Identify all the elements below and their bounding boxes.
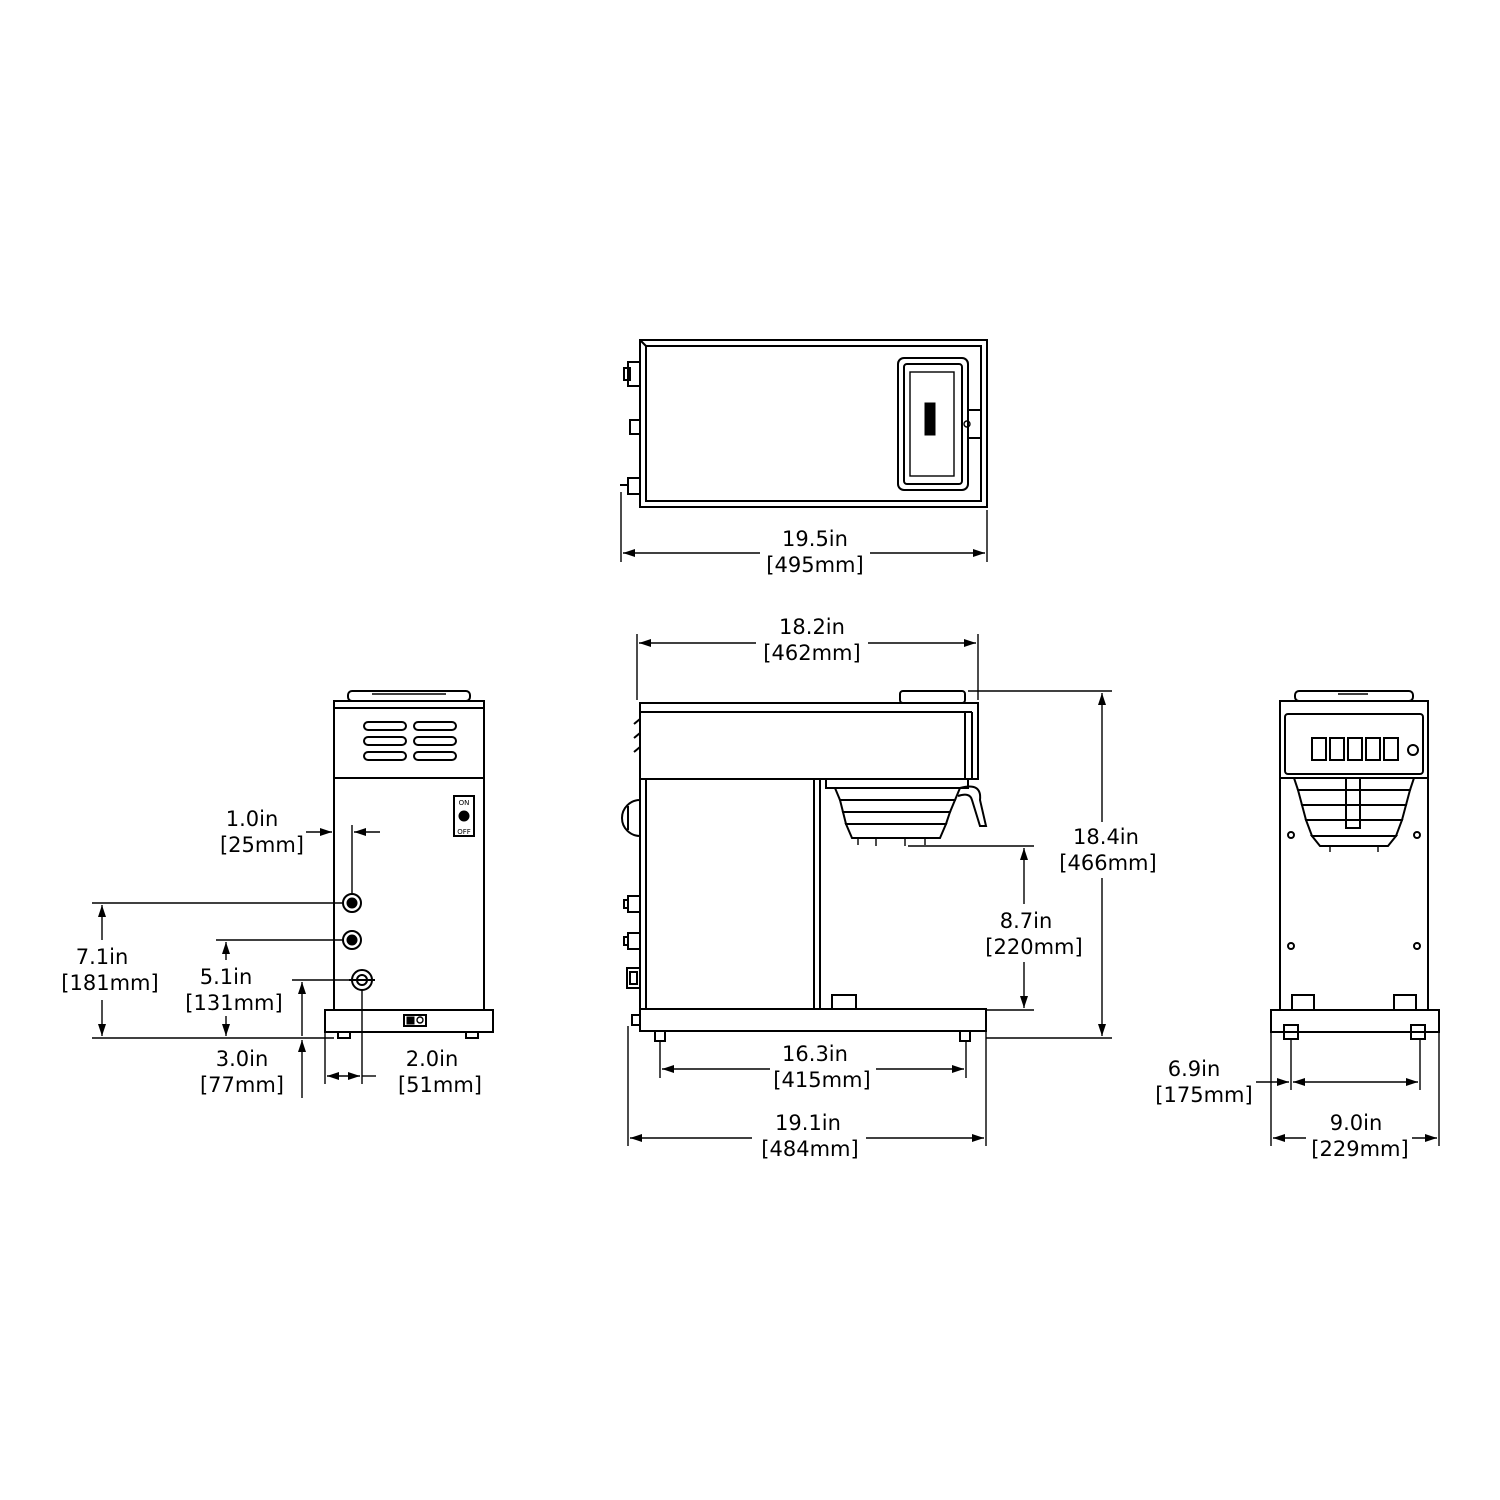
dim-top-width-in: 19.5in	[782, 527, 848, 551]
dim-front-base-width-in: 19.1in	[775, 1111, 841, 1135]
dim-side-low-height-mm: [77mm]	[200, 1073, 284, 1097]
switch-on-label: ON	[459, 799, 470, 807]
dim-side-upper-height: 7.1in [181mm]	[61, 902, 343, 1039]
dim-front-clearance-in: 8.7in	[1000, 909, 1053, 933]
dim-right-feet-spacing-in: 6.9in	[1168, 1057, 1221, 1081]
dim-top-width-mm: [495mm]	[766, 553, 863, 577]
dim-front-top-width-in: 18.2in	[779, 615, 845, 639]
dim-front-feet-spacing-mm: [415mm]	[773, 1068, 870, 1092]
dim-side-upper-height-in: 7.1in	[76, 945, 129, 969]
switch-off-label: OFF	[457, 828, 471, 836]
back-view: ON OFF	[324, 690, 494, 1039]
dim-right-base-width: 9.0in [229mm]	[1270, 1032, 1440, 1161]
dim-front-clearance: 8.7in [220mm]	[908, 845, 1083, 1011]
dim-front-base-width: 19.1in [484mm]	[627, 1026, 987, 1161]
dim-front-top-width-mm: [462mm]	[763, 641, 860, 665]
dim-front-height-in: 18.4in	[1073, 825, 1139, 849]
dim-front-feet-spacing: 16.3in [415mm]	[659, 1041, 967, 1092]
dim-side-offset-in: 1.0in	[226, 807, 279, 831]
dim-right-base-width-in: 9.0in	[1330, 1111, 1383, 1135]
front-face-view	[1270, 690, 1440, 1040]
dim-side-low-height-in: 3.0in	[216, 1047, 269, 1071]
dim-front-feet-spacing-in: 16.3in	[782, 1042, 848, 1066]
top-view	[620, 339, 988, 508]
dim-side-mid-height-in: 5.1in	[200, 965, 253, 989]
dim-side-depth-in: 2.0in	[406, 1047, 459, 1071]
dim-side-mid-height-mm: [131mm]	[185, 991, 282, 1015]
dim-side-depth-mm: [51mm]	[398, 1073, 482, 1097]
dim-front-height: 18.4in [466mm]	[968, 690, 1157, 1039]
dim-right-feet-spacing: 6.9in [175mm]	[1155, 1039, 1421, 1107]
dim-front-top-width: 18.2in [462mm]	[636, 615, 979, 700]
dim-side-offset-mm: [25mm]	[220, 833, 304, 857]
dim-front-base-width-mm: [484mm]	[761, 1137, 858, 1161]
dim-right-base-width-mm: [229mm]	[1311, 1137, 1408, 1161]
dim-side-depth: 2.0in [51mm]	[324, 990, 482, 1097]
dim-side-offset: 1.0in [25mm]	[220, 807, 380, 894]
front-view	[621, 690, 988, 1042]
dim-side-low-height: 3.0in [77mm]	[200, 979, 350, 1098]
dim-front-height-mm: [466mm]	[1059, 851, 1156, 875]
dim-side-mid-height: 5.1in [131mm]	[185, 939, 343, 1036]
dim-front-clearance-mm: [220mm]	[985, 935, 1082, 959]
dim-right-feet-spacing-mm: [175mm]	[1155, 1083, 1252, 1107]
dim-top-width: 19.5in [495mm]	[620, 492, 988, 577]
dim-side-upper-height-mm: [181mm]	[61, 971, 158, 995]
